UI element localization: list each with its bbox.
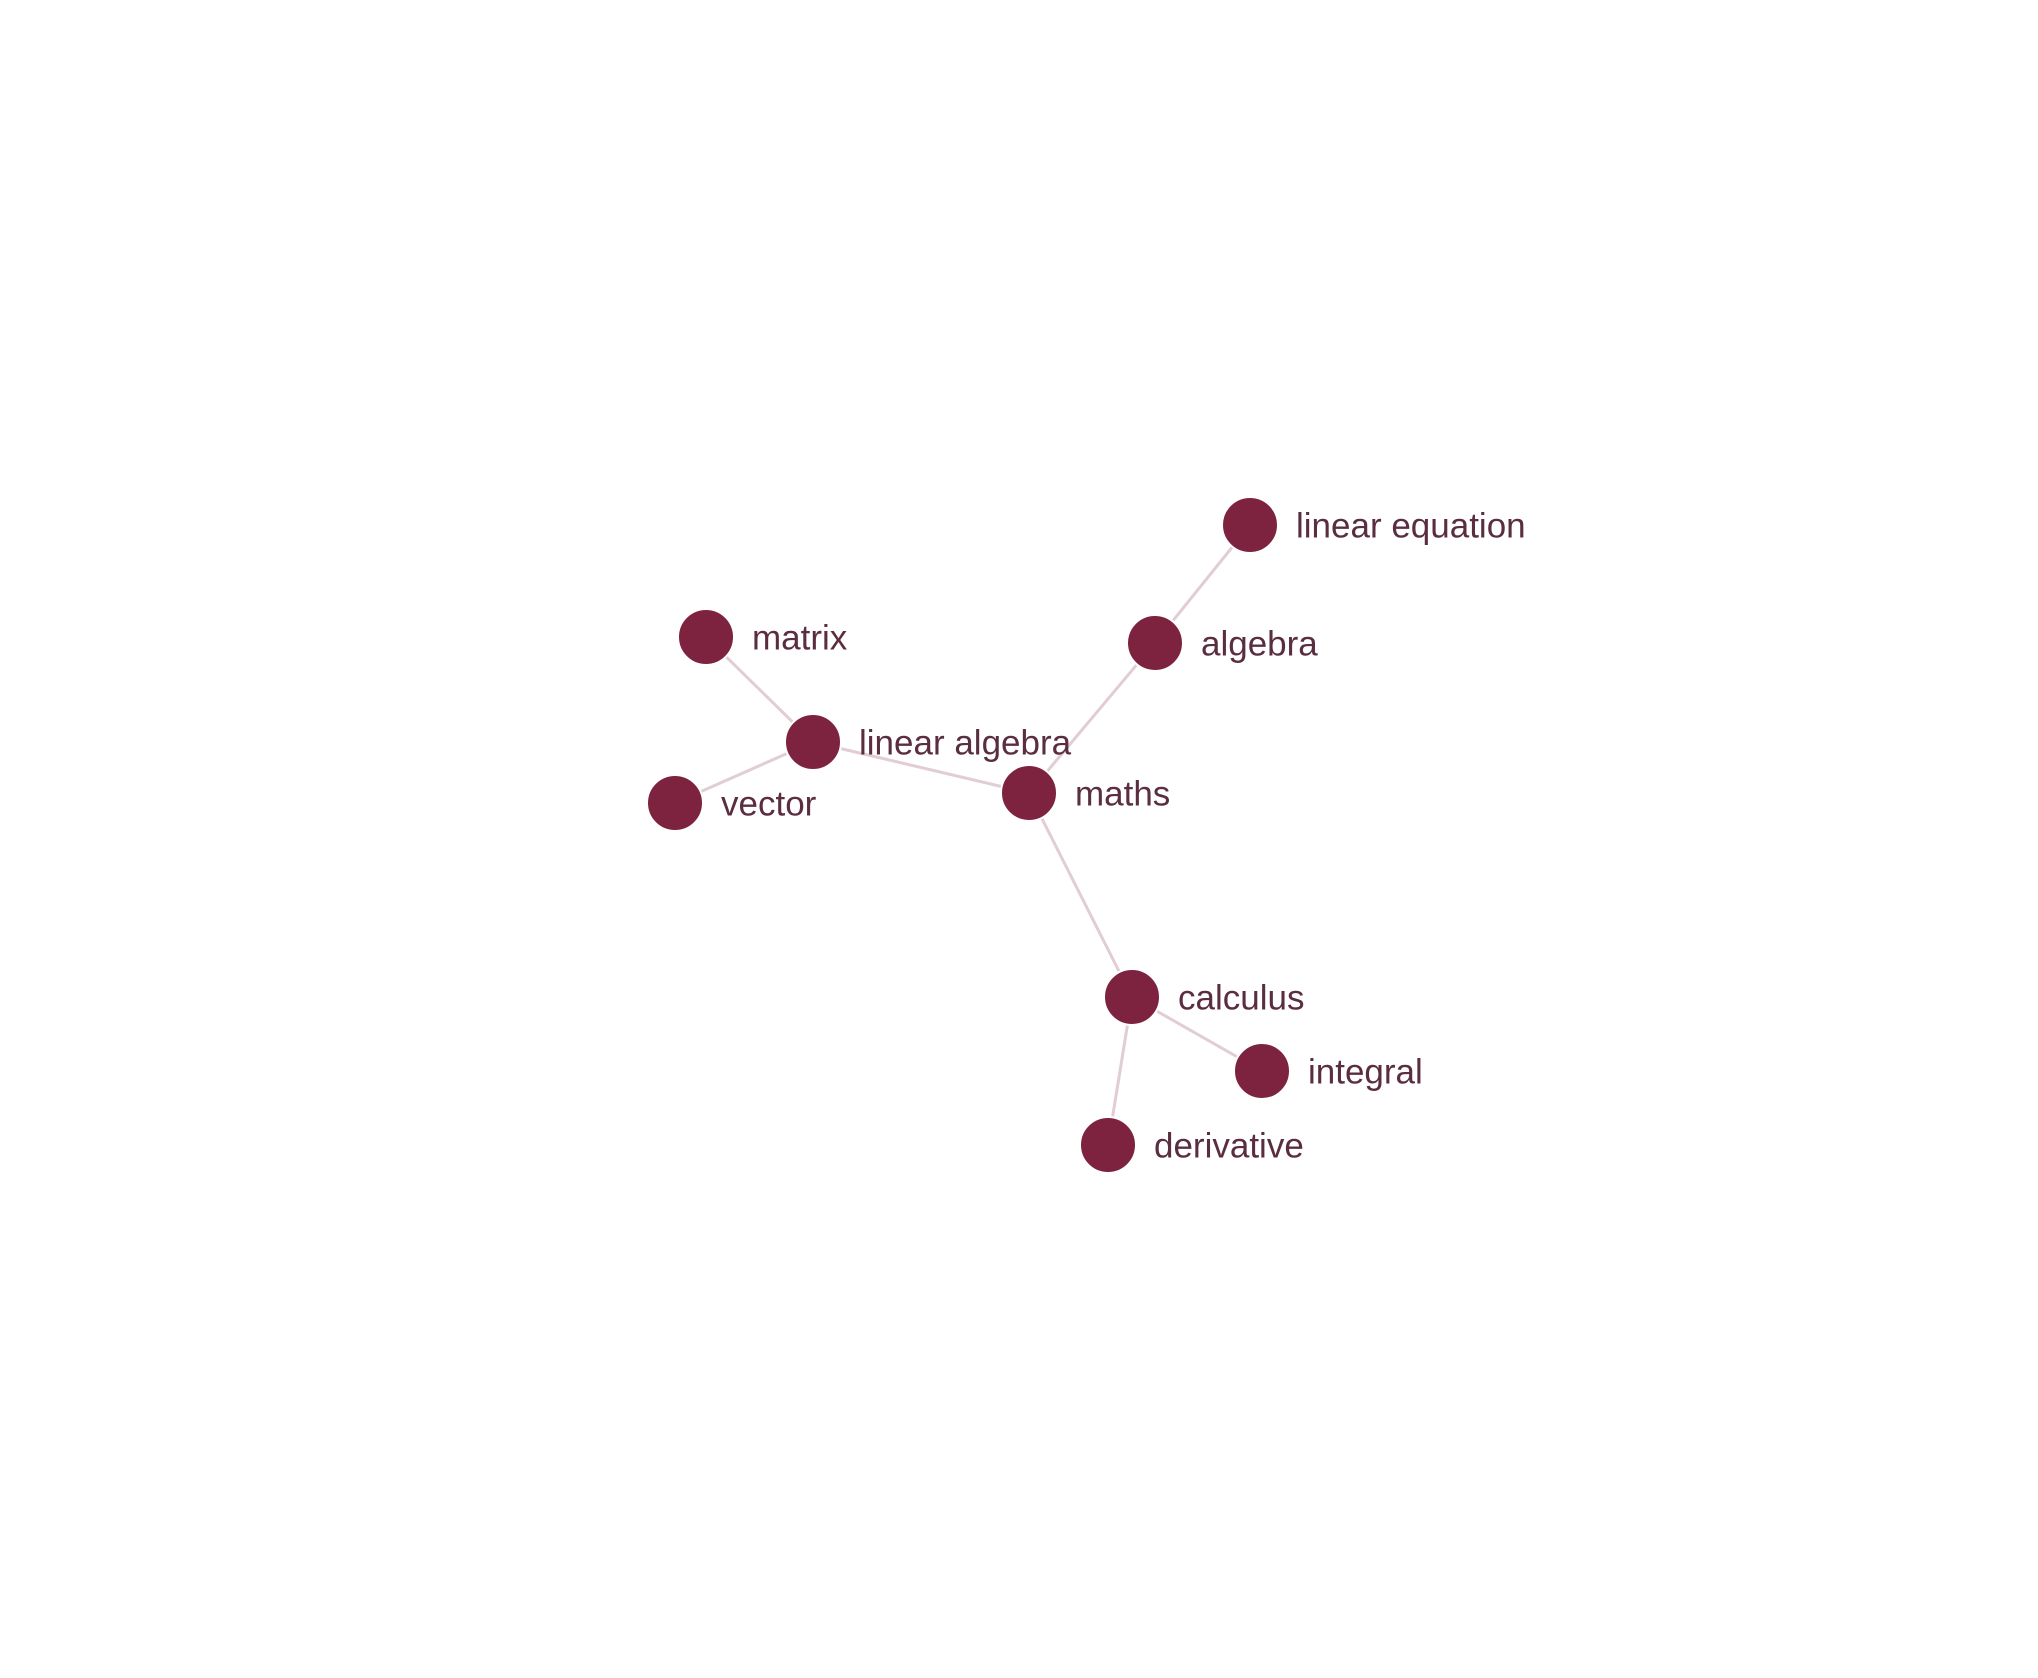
node-calculus[interactable]: calculus xyxy=(1103,968,1304,1026)
node-linear-algebra[interactable]: linear algebra xyxy=(784,713,1072,771)
node-circle-derivative[interactable] xyxy=(1079,1116,1137,1174)
node-circle-matrix[interactable] xyxy=(677,608,735,666)
node-matrix[interactable]: matrix xyxy=(677,608,848,666)
node-integral[interactable]: integral xyxy=(1233,1042,1423,1100)
node-linear-equation[interactable]: linear equation xyxy=(1221,496,1526,554)
edge-maths-calculus xyxy=(1027,791,1134,999)
node-derivative[interactable]: derivative xyxy=(1079,1116,1304,1174)
node-label-algebra: algebra xyxy=(1201,624,1318,663)
node-maths[interactable]: maths xyxy=(1000,764,1170,822)
node-label-vector: vector xyxy=(721,784,817,823)
node-circle-vector[interactable] xyxy=(646,774,704,832)
node-circle-maths[interactable] xyxy=(1000,764,1058,822)
node-vector[interactable]: vector xyxy=(646,774,817,832)
node-circle-linear-equation[interactable] xyxy=(1221,496,1279,554)
node-circle-linear-algebra[interactable] xyxy=(784,713,842,771)
node-circle-calculus[interactable] xyxy=(1103,968,1161,1026)
node-algebra[interactable]: algebra xyxy=(1126,614,1318,672)
node-label-calculus: calculus xyxy=(1178,978,1304,1017)
node-label-maths: maths xyxy=(1075,774,1170,813)
node-circle-integral[interactable] xyxy=(1233,1042,1291,1100)
node-label-derivative: derivative xyxy=(1154,1126,1304,1165)
node-label-integral: integral xyxy=(1308,1052,1423,1091)
edge-maths-linear-algebra xyxy=(811,740,1031,795)
node-label-linear-algebra: linear algebra xyxy=(859,723,1072,762)
edge-maths-algebra xyxy=(1027,641,1157,795)
node-circle-algebra[interactable] xyxy=(1126,614,1184,672)
node-label-linear-equation: linear equation xyxy=(1296,506,1526,545)
node-label-matrix: matrix xyxy=(752,618,848,657)
